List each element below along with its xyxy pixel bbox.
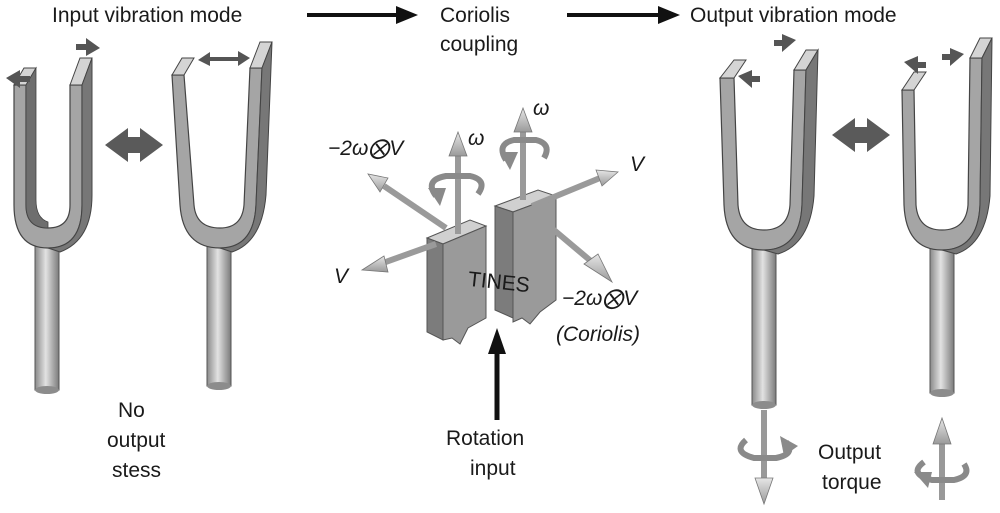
output-torque-line1: Output [818, 441, 882, 464]
rotation-input-arrow [488, 328, 506, 420]
omega-label-left: ω [468, 127, 485, 150]
velocity-vector-right [530, 169, 619, 209]
vibration-double-arrow-right [832, 118, 890, 152]
coriolis-cross-label-left: −2ω⨂V [328, 137, 404, 160]
tuning-fork-open [171, 41, 273, 390]
omega-vector-left [448, 130, 468, 234]
velocity-vector-left [360, 241, 438, 273]
rotation-ring-left-icon [428, 173, 485, 206]
omega-label-right: ω [533, 97, 550, 120]
coriolis-paren-label: (Coriolis) [556, 323, 640, 346]
tuning-fork-twist-a [718, 34, 819, 409]
output-torque-line2: torque [822, 471, 882, 494]
coriolis-vector-left [367, 173, 448, 231]
coriolis-coupling-label-line2: coupling [440, 33, 519, 56]
input-vibration-mode-label: Input vibration mode [52, 4, 243, 27]
no-output-stress-line1: No [118, 399, 145, 422]
flow-arrow-2 [567, 6, 680, 24]
rotation-ring-right-icon [499, 137, 550, 170]
flow-arrow-1 [307, 6, 418, 24]
no-output-stress-line2: output [107, 429, 166, 452]
coriolis-vector-right [533, 211, 614, 284]
vibration-double-arrow-left [105, 128, 163, 162]
tuning-fork-closed [6, 38, 100, 394]
output-vibration-mode-label: Output vibration mode [690, 4, 897, 27]
output-torque-down-arrow [737, 410, 798, 506]
velocity-label-right: V [630, 153, 645, 176]
coriolis-cross-label-right: −2ω⨂V [562, 287, 638, 310]
tines-block-left [425, 219, 488, 345]
tuning-fork-twist-b [901, 37, 993, 397]
rotation-input-line1: Rotation [446, 427, 525, 450]
tines-block-right [493, 189, 558, 325]
rotation-input-line2: input [470, 457, 516, 480]
output-torque-up-arrow [914, 416, 970, 500]
coriolis-coupling-label-line1: Coriolis [440, 4, 511, 27]
no-output-stress-line3: stess [112, 459, 162, 482]
velocity-label-left: V [334, 265, 349, 288]
